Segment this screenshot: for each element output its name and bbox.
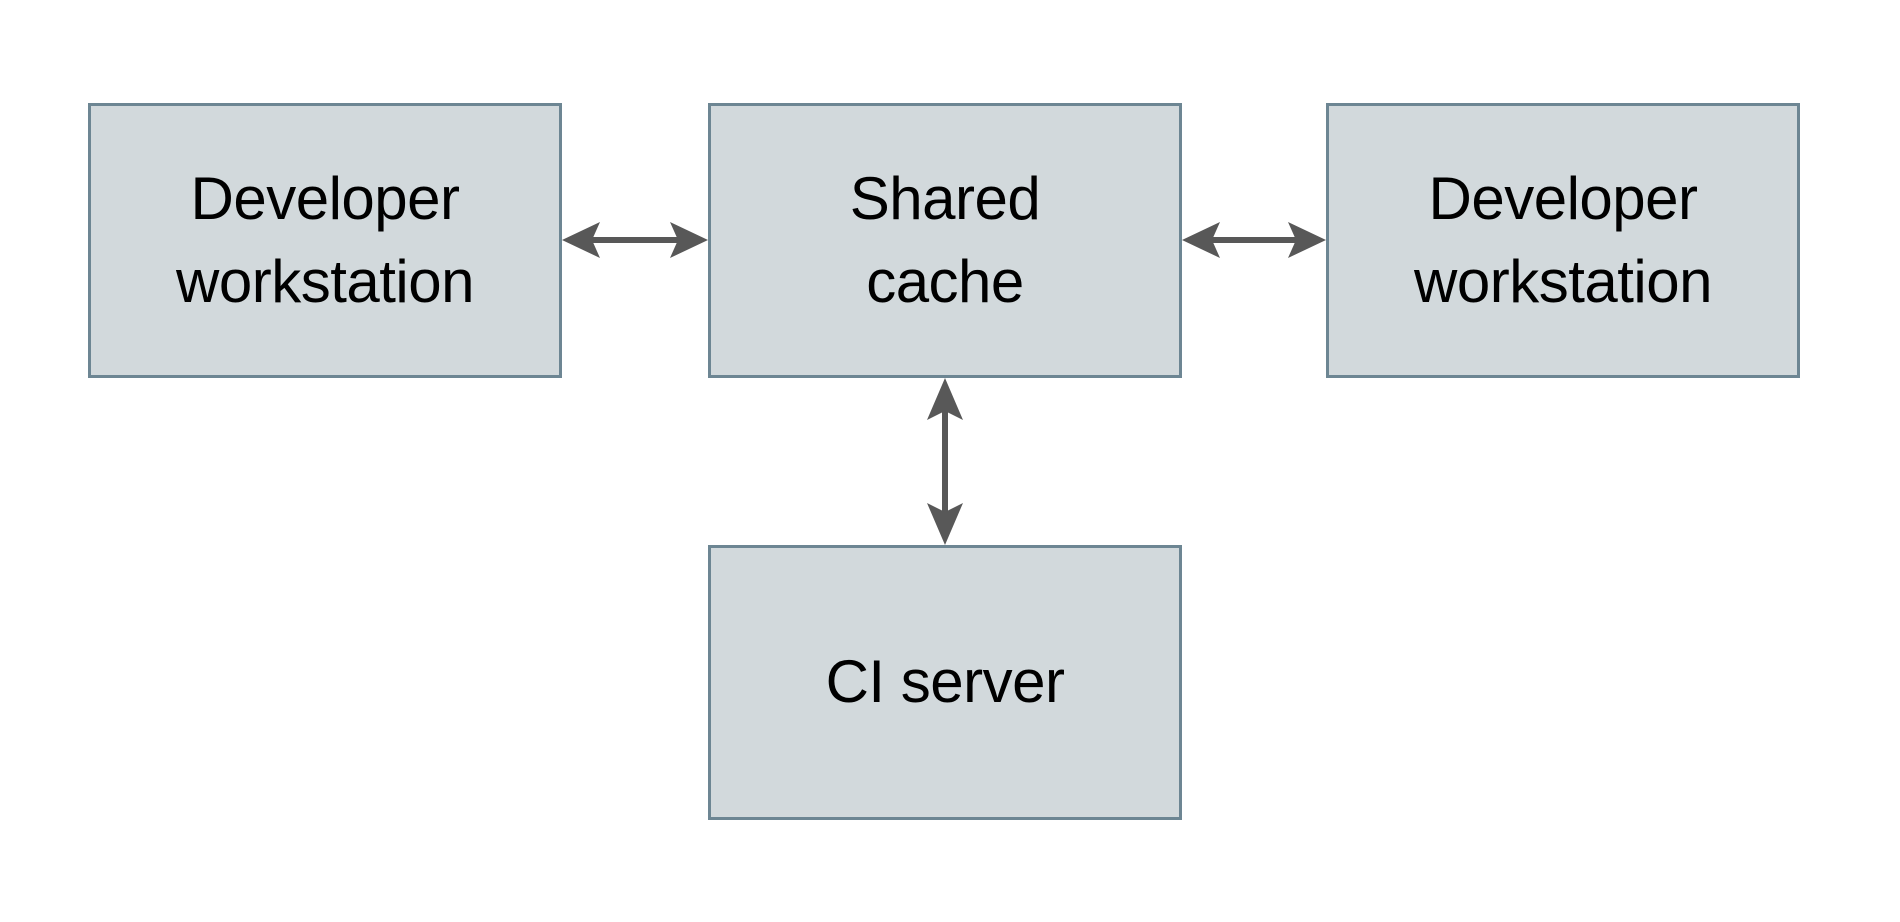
node-developer-workstation-right[interactable]: Developer workstation — [1326, 103, 1800, 378]
arrowhead-right-icon — [1288, 222, 1326, 258]
node-label: Developer workstation — [1414, 164, 1712, 315]
node-developer-workstation-left[interactable]: Developer workstation — [88, 103, 562, 378]
arrowhead-left-icon — [1182, 222, 1220, 258]
arrowhead-right-icon — [670, 222, 708, 258]
arrowhead-left-icon — [562, 222, 600, 258]
node-label: Developer workstation — [176, 164, 474, 315]
edge-developer-workstation-left-to-shared-cache[interactable] — [560, 215, 710, 265]
node-ci-server[interactable]: CI server — [708, 545, 1182, 820]
edge-shared-cache-to-developer-workstation-right[interactable] — [1180, 215, 1328, 265]
node-label: CI server — [825, 648, 1065, 716]
arrowhead-up-icon — [927, 378, 963, 420]
arrowhead-down-icon — [927, 503, 963, 545]
node-shared-cache[interactable]: Shared cache — [708, 103, 1182, 378]
node-label: Shared cache — [849, 164, 1041, 315]
edge-shared-cache-to-ci-server[interactable] — [920, 376, 970, 547]
